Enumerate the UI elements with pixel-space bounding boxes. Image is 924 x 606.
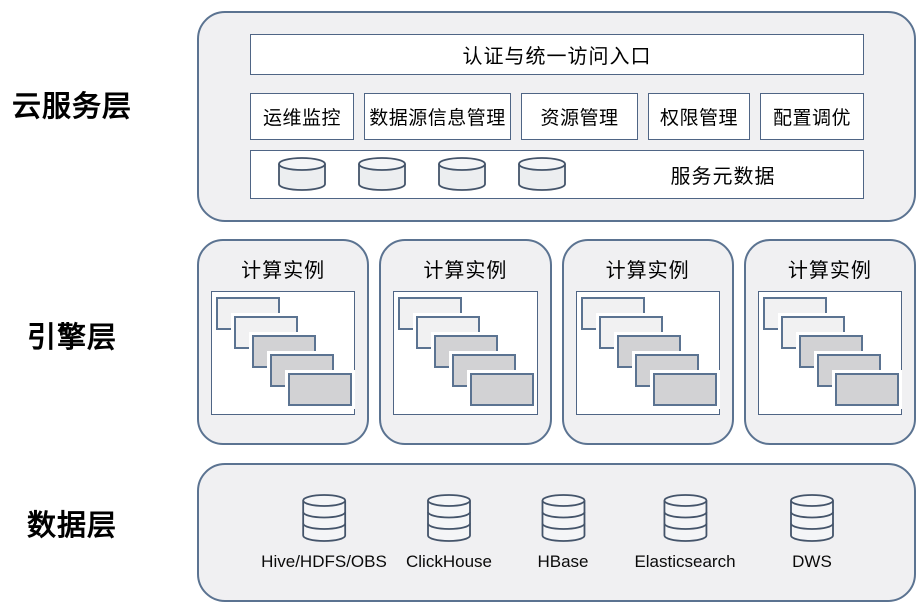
- management-module-row: 运维监控 数据源信息管理 资源管理 权限管理 配置调优: [250, 93, 864, 140]
- data-store-item: Elasticsearch: [634, 494, 736, 572]
- compute-instance-card: 计算实例: [561, 239, 734, 445]
- data-store-label: HBase: [537, 552, 589, 571]
- database-icon: [518, 156, 566, 191]
- stack-rect: [834, 373, 899, 406]
- database-icon: [541, 494, 585, 542]
- service-metadata-box: 服务元数据: [250, 150, 864, 199]
- compute-instance-title: 计算实例: [241, 260, 326, 282]
- database-icon: [438, 156, 486, 191]
- instance-stack-box: [393, 291, 538, 415]
- compute-instance-card: 计算实例: [197, 239, 370, 445]
- cloud-service-panel: 认证与统一访问入口 运维监控 数据源信息管理 资源管理 权限管理 配置调优 服务…: [197, 11, 916, 222]
- data-store-item: ClickHouse: [406, 494, 492, 572]
- database-icon: [427, 494, 471, 542]
- data-store-label: Elasticsearch: [634, 552, 736, 571]
- database-icon: [358, 156, 406, 191]
- compute-instance-card: 计算实例: [743, 239, 916, 445]
- engine-layer-row: 计算实例 计算实例 计算实例: [197, 239, 916, 445]
- module-box-resource-mgmt: 资源管理: [521, 93, 638, 140]
- stack-rect: [652, 373, 717, 406]
- data-store-label: ClickHouse: [406, 552, 492, 571]
- data-store-item: DWS: [789, 494, 835, 572]
- instance-stack-box: [575, 291, 720, 415]
- database-icon: [790, 494, 834, 542]
- database-icon: [278, 156, 326, 191]
- module-box-permission-mgmt: 权限管理: [648, 93, 750, 140]
- stack-rect: [288, 373, 352, 406]
- module-box-ops-monitoring: 运维监控: [250, 93, 354, 140]
- auth-entry-box: 认证与统一访问入口: [250, 34, 864, 75]
- compute-instance-card: 计算实例: [379, 239, 552, 445]
- stack-rect: [470, 373, 535, 406]
- data-store-item: Hive/HDFS/OBS: [261, 494, 387, 572]
- data-layer-panel: Hive/HDFS/OBS ClickHouse HBase Elasticse…: [197, 463, 916, 602]
- data-store-label: Hive/HDFS/OBS: [261, 552, 387, 571]
- database-icon: [302, 494, 346, 542]
- database-icon: [663, 494, 707, 542]
- data-store-label: DWS: [792, 552, 832, 571]
- instance-stack-box: [757, 291, 902, 415]
- compute-instance-title: 计算实例: [605, 260, 690, 282]
- instance-stack-box: [211, 291, 356, 415]
- module-box-config-tuning: 配置调优: [760, 93, 864, 140]
- service-metadata-label: 服务元数据: [670, 166, 776, 188]
- layer-label-data: 数据层: [26, 510, 117, 542]
- module-box-datasource-info-mgmt: 数据源信息管理: [364, 93, 511, 140]
- compute-instance-title: 计算实例: [423, 260, 508, 282]
- compute-instance-title: 计算实例: [787, 260, 872, 282]
- data-store-item: HBase: [537, 494, 589, 572]
- layer-label-engine: 引擎层: [26, 322, 117, 354]
- layer-label-cloud-service: 云服务层: [11, 91, 132, 123]
